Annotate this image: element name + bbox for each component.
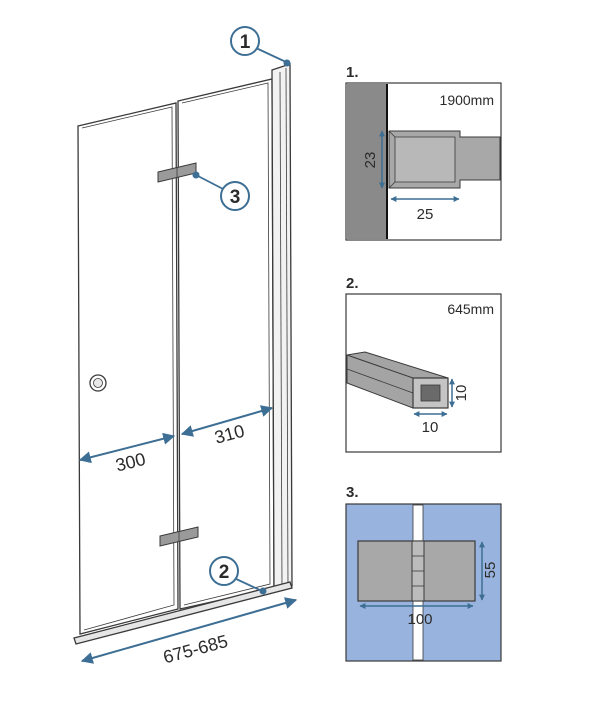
detail-2-dim-width: 10 bbox=[422, 419, 439, 436]
detail-2-dim-height: 10 bbox=[453, 385, 470, 402]
dim-arrow-right-panel bbox=[180, 405, 274, 437]
detail-3-dim-width: 100 bbox=[407, 611, 432, 628]
door-knob bbox=[89, 374, 107, 392]
detail-3-dim-height: 55 bbox=[482, 562, 499, 579]
detail-2-length: 645mm bbox=[447, 301, 494, 317]
dim-arrow-total bbox=[80, 597, 298, 664]
detail-1-dim-height: 23 bbox=[362, 152, 379, 169]
detail-1-length: 1900mm bbox=[440, 92, 494, 108]
dim-label-left-panel: 300 bbox=[114, 449, 148, 476]
detail-1-dim-width: 25 bbox=[417, 206, 434, 223]
callout-1: 1 bbox=[230, 26, 291, 67]
dim-arrow-left-panel bbox=[78, 432, 176, 464]
detail-3-title: 3. bbox=[346, 484, 359, 501]
hinge-bottom bbox=[159, 526, 199, 547]
callout-1-label: 1 bbox=[240, 32, 251, 53]
detail-1-panel bbox=[345, 82, 502, 241]
door-frame bbox=[73, 63, 293, 645]
detail-1-title: 1. bbox=[346, 64, 359, 81]
detail-3-panel bbox=[345, 503, 502, 662]
detail-2-panel bbox=[345, 293, 502, 453]
callout-2: 2 bbox=[209, 556, 267, 595]
left-panel bbox=[77, 102, 179, 635]
hinge-top bbox=[157, 162, 197, 183]
detail-2-title: 2. bbox=[346, 275, 359, 292]
callout-2-label: 2 bbox=[219, 562, 230, 583]
callout-3: 3 bbox=[192, 171, 250, 211]
bottom-seal bbox=[73, 581, 293, 645]
callout-3-label: 3 bbox=[230, 187, 241, 208]
